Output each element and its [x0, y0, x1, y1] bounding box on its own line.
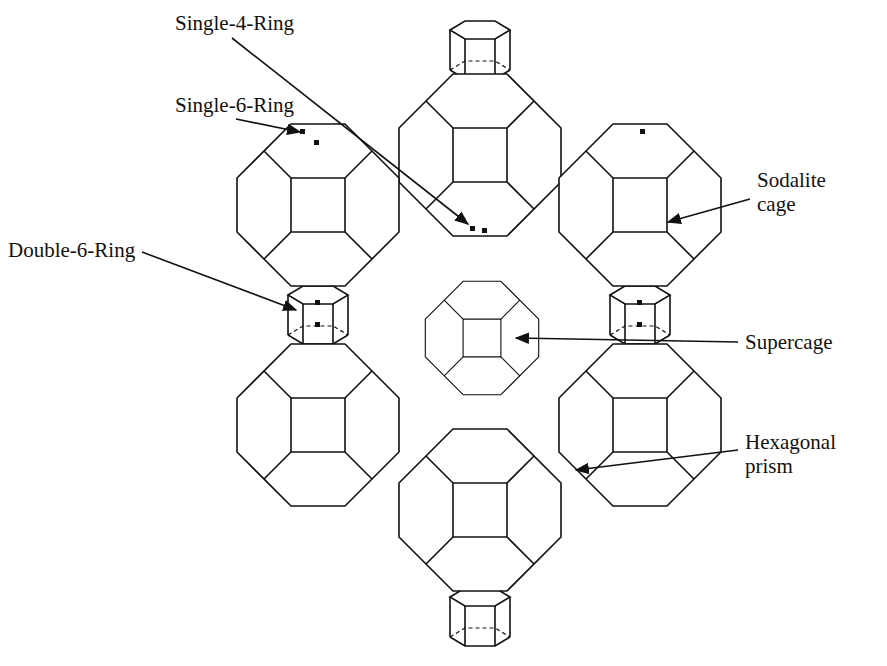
callout-label: Double-6-Ring	[8, 238, 135, 262]
cation-sites	[300, 129, 645, 327]
hexagonal-prism	[288, 286, 348, 344]
callout-label: Hexagonal prism	[745, 430, 850, 478]
callout-label: Supercage	[745, 330, 832, 354]
sodalite-cage	[237, 124, 399, 286]
sodalite-cage	[399, 74, 561, 236]
leader-arrows	[142, 38, 750, 470]
sodalite-cage	[237, 344, 399, 506]
sodalite-cage	[559, 344, 721, 506]
sodalite-cage	[559, 124, 721, 286]
callout-label: Single-6-Ring	[175, 93, 294, 117]
sodalite-cage	[399, 429, 561, 591]
hexagonal-prism	[450, 21, 510, 79]
callout-label: Single-4-Ring	[175, 11, 294, 35]
hexagonal-prism	[610, 286, 670, 344]
hexagonal-prism	[450, 588, 510, 646]
callout-label: Sodalite cage	[757, 168, 845, 216]
